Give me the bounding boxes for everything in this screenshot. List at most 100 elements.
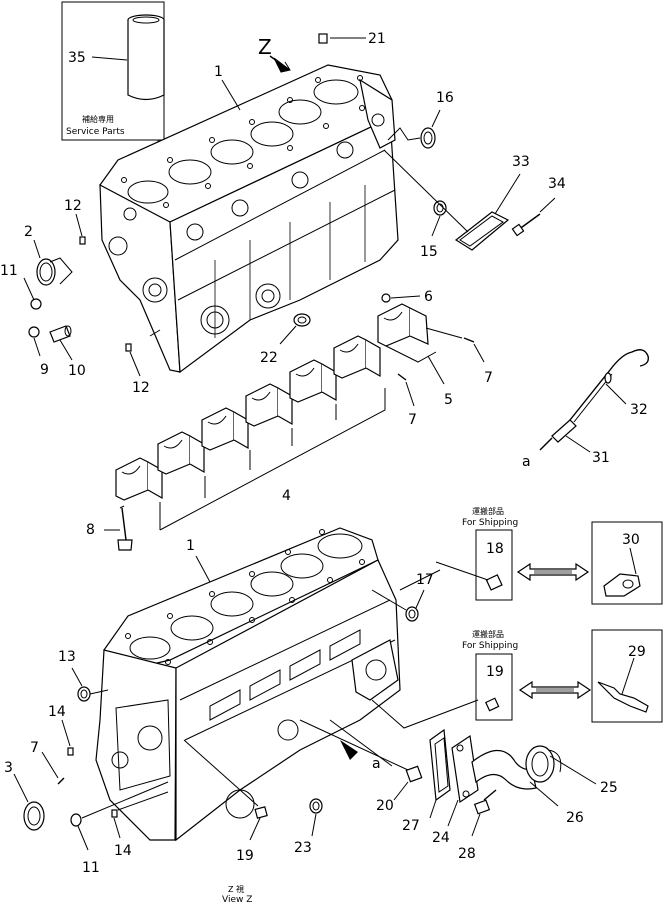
plug-15 (431, 200, 447, 237)
bolt-28 (471, 789, 497, 837)
callout-14-upper: 14 (48, 704, 66, 720)
callout-16: 16 (436, 90, 454, 106)
plug-11-upper (23, 277, 42, 310)
callout-22: 22 (260, 350, 278, 366)
arrow-a-lower-label: a (372, 756, 381, 772)
gasket-27 (429, 728, 451, 819)
callout-1-lower: 1 (186, 538, 195, 554)
seal-3 (13, 773, 45, 831)
shipping-1-jp: 運搬部品 (472, 506, 504, 516)
bolt-34 (511, 197, 556, 237)
callout-13: 13 (58, 649, 76, 665)
service-parts-en: Service Parts (66, 127, 125, 137)
shipping-1-en: For Shipping (462, 518, 518, 528)
shipping-box-19: 運搬部品 For Shipping (462, 629, 518, 721)
callout-32: 32 (630, 402, 648, 418)
seal-16 (387, 109, 441, 149)
callout-4: 4 (282, 488, 291, 504)
oil-suction-pipe-26 (451, 734, 597, 807)
callout-24: 24 (432, 830, 450, 846)
shipping-2-en: For Shipping (462, 641, 518, 651)
seal-2 (33, 239, 73, 286)
callout-19-lower: 19 (236, 848, 254, 864)
part-box-30 (591, 521, 663, 605)
callout-2: 2 (24, 224, 33, 240)
callout-10: 10 (68, 363, 86, 379)
view-z-jp: Z 視 (228, 885, 244, 894)
callout-15: 15 (420, 244, 438, 260)
sensor-30 (603, 547, 641, 597)
bearing-cap (333, 335, 381, 379)
callout-9: 9 (40, 362, 49, 378)
arrow-a-lower: a (329, 719, 393, 772)
pin-7-a (463, 337, 485, 363)
view-z-letter: Z (258, 35, 272, 59)
sensor-29 (597, 657, 649, 713)
callout-21: 21 (368, 31, 386, 47)
thrust-cap-5 (377, 303, 445, 385)
bearing-cap (115, 457, 163, 501)
callout-18: 18 (486, 541, 504, 557)
pin-10 (49, 325, 73, 361)
service-parts-box: 35 補給専用 Service Parts (61, 1, 165, 160)
callout-17: 17 (416, 572, 434, 588)
bearing-cap (245, 383, 293, 427)
callout-23: 23 (294, 840, 312, 856)
callout-3: 3 (4, 760, 13, 776)
plug-23 (309, 798, 323, 837)
view-z-arrow: Z (258, 35, 291, 73)
dipstick-gauge-31 (539, 419, 591, 453)
bearing-cap (157, 431, 205, 475)
cylinder-block-lower (95, 527, 401, 842)
callout-11-lower: 11 (82, 860, 100, 876)
part-box-29 (591, 629, 663, 723)
callout-8: 8 (86, 522, 95, 538)
dipstick-guide-32 (569, 349, 650, 423)
plug-11-lower (70, 781, 169, 851)
plug-9 (28, 326, 41, 357)
pin-7-b (397, 373, 415, 407)
shipping-box-18: 運搬部品 For Shipping (435, 506, 518, 601)
cover-plate-33 (383, 149, 521, 251)
plug-21 (318, 33, 366, 44)
callout-11-upper: 11 (0, 263, 18, 279)
callout-26: 26 (566, 810, 584, 826)
deck-holes-lower (125, 529, 365, 665)
pin-14-lower (111, 791, 169, 839)
double-arrow-2 (518, 680, 592, 700)
callout-20: 20 (376, 798, 394, 814)
plug-13 (71, 667, 109, 702)
shipping-2-jp: 運搬部品 (472, 629, 504, 639)
callout-25: 25 (600, 780, 618, 796)
gasket-24 (447, 799, 459, 827)
callout-5: 5 (444, 392, 453, 408)
callout-31: 31 (592, 450, 610, 466)
callout-7-c: 7 (30, 740, 39, 756)
double-arrow-1 (516, 562, 590, 582)
pin-12-lower (125, 329, 161, 377)
callout-1-upper: 1 (214, 64, 223, 80)
plug-20 (299, 719, 423, 801)
service-parts-jp: 補給専用 (82, 114, 114, 124)
callout-12-upper: 12 (64, 198, 82, 214)
bolt-8 (104, 505, 133, 551)
bearing-cap (201, 407, 249, 451)
callout-27: 27 (402, 818, 420, 834)
cylinder-liner-35 (127, 14, 165, 101)
callout-28: 28 (458, 846, 476, 862)
callout-14-lower: 14 (114, 843, 132, 859)
view-z-en: View Z (222, 895, 252, 904)
callout-34: 34 (548, 176, 566, 192)
callout-29: 29 (628, 644, 646, 660)
main-bearing-caps-4 (115, 335, 386, 531)
seal-22 (279, 313, 311, 345)
callout-33: 33 (512, 154, 530, 170)
callout-7-a: 7 (484, 370, 493, 386)
pin-7-c (41, 751, 65, 785)
cylinder-block-upper (99, 64, 399, 374)
plug-17 (371, 589, 425, 622)
callout-30: 30 (622, 532, 640, 548)
bearing-cap (289, 359, 337, 403)
callout-12-lower: 12 (132, 380, 150, 396)
